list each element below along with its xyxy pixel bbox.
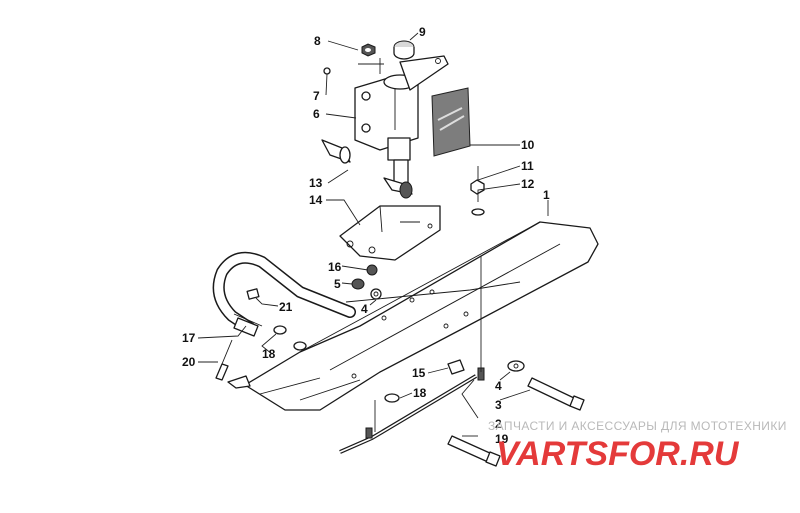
spacer-5: [351, 278, 365, 290]
washer-18b: [384, 393, 400, 403]
watermark: ЗАПЧАСТИ И АКСЕССУАРЫ ДЛЯ МОТОТЕХНИКИ VA…: [488, 419, 787, 473]
spindle-housing: [354, 74, 419, 191]
cap: [393, 40, 415, 60]
callout-6: 6: [313, 107, 320, 121]
callout-labels: 8 9 7 6 10 11 12 1 13 14 16 5 4 21 17 18…: [182, 25, 550, 446]
bushing: [321, 139, 351, 164]
callout-4-upper: 4: [361, 302, 368, 316]
callout-4-lower: 4: [495, 379, 502, 393]
steering-arm: [399, 55, 449, 91]
loop-clamp: [233, 317, 259, 337]
callout-17: 17: [182, 331, 196, 345]
callout-3: 3: [495, 398, 502, 412]
watermark-caption: ЗАПЧАСТИ И АКСЕССУАРЫ ДЛЯ МОТОТЕХНИКИ: [488, 419, 787, 433]
callout-7: 7: [313, 89, 320, 103]
bolt-21: [246, 288, 260, 300]
washer-18a: [273, 325, 307, 351]
callout-13: 13: [309, 176, 323, 190]
callout-10: 10: [521, 138, 535, 152]
callout-20: 20: [182, 355, 196, 369]
nut: [361, 43, 376, 57]
callout-5: 5: [334, 277, 341, 291]
callout-18-lower: 18: [413, 386, 427, 400]
bolt-3: [527, 377, 585, 411]
leader-lines: [197, 32, 549, 437]
bolt-20: [215, 339, 233, 381]
callout-15: 15: [412, 366, 426, 380]
ski-tip: [227, 375, 251, 389]
callout-2: 2: [495, 417, 502, 431]
callout-19: 19: [495, 432, 509, 446]
watermark-logo: VARTSFOR.RU: [496, 435, 740, 473]
ski-body: [244, 221, 599, 411]
bolt-15: [447, 359, 465, 375]
washer-4a: [370, 288, 382, 300]
washer-top: [471, 208, 485, 216]
nut-top: [470, 179, 485, 195]
callout-8: 8: [314, 34, 321, 48]
callout-12: 12: [521, 177, 535, 191]
ski-loop: [212, 251, 356, 334]
callout-16: 16: [328, 260, 342, 274]
washer-4b: [507, 360, 525, 372]
callout-11: 11: [521, 159, 534, 173]
callout-1: 1: [543, 188, 550, 202]
saddle-bracket: [339, 205, 441, 261]
callout-18-left: 18: [262, 347, 276, 361]
bolt-19: [447, 435, 501, 467]
grease-fitting: [323, 67, 331, 75]
spindle-shaft-end: [383, 177, 413, 199]
callout-21: 21: [279, 300, 293, 314]
callout-14: 14: [309, 193, 323, 207]
callout-9: 9: [419, 25, 426, 39]
decal: [431, 87, 471, 157]
bolt-16: [366, 264, 378, 276]
